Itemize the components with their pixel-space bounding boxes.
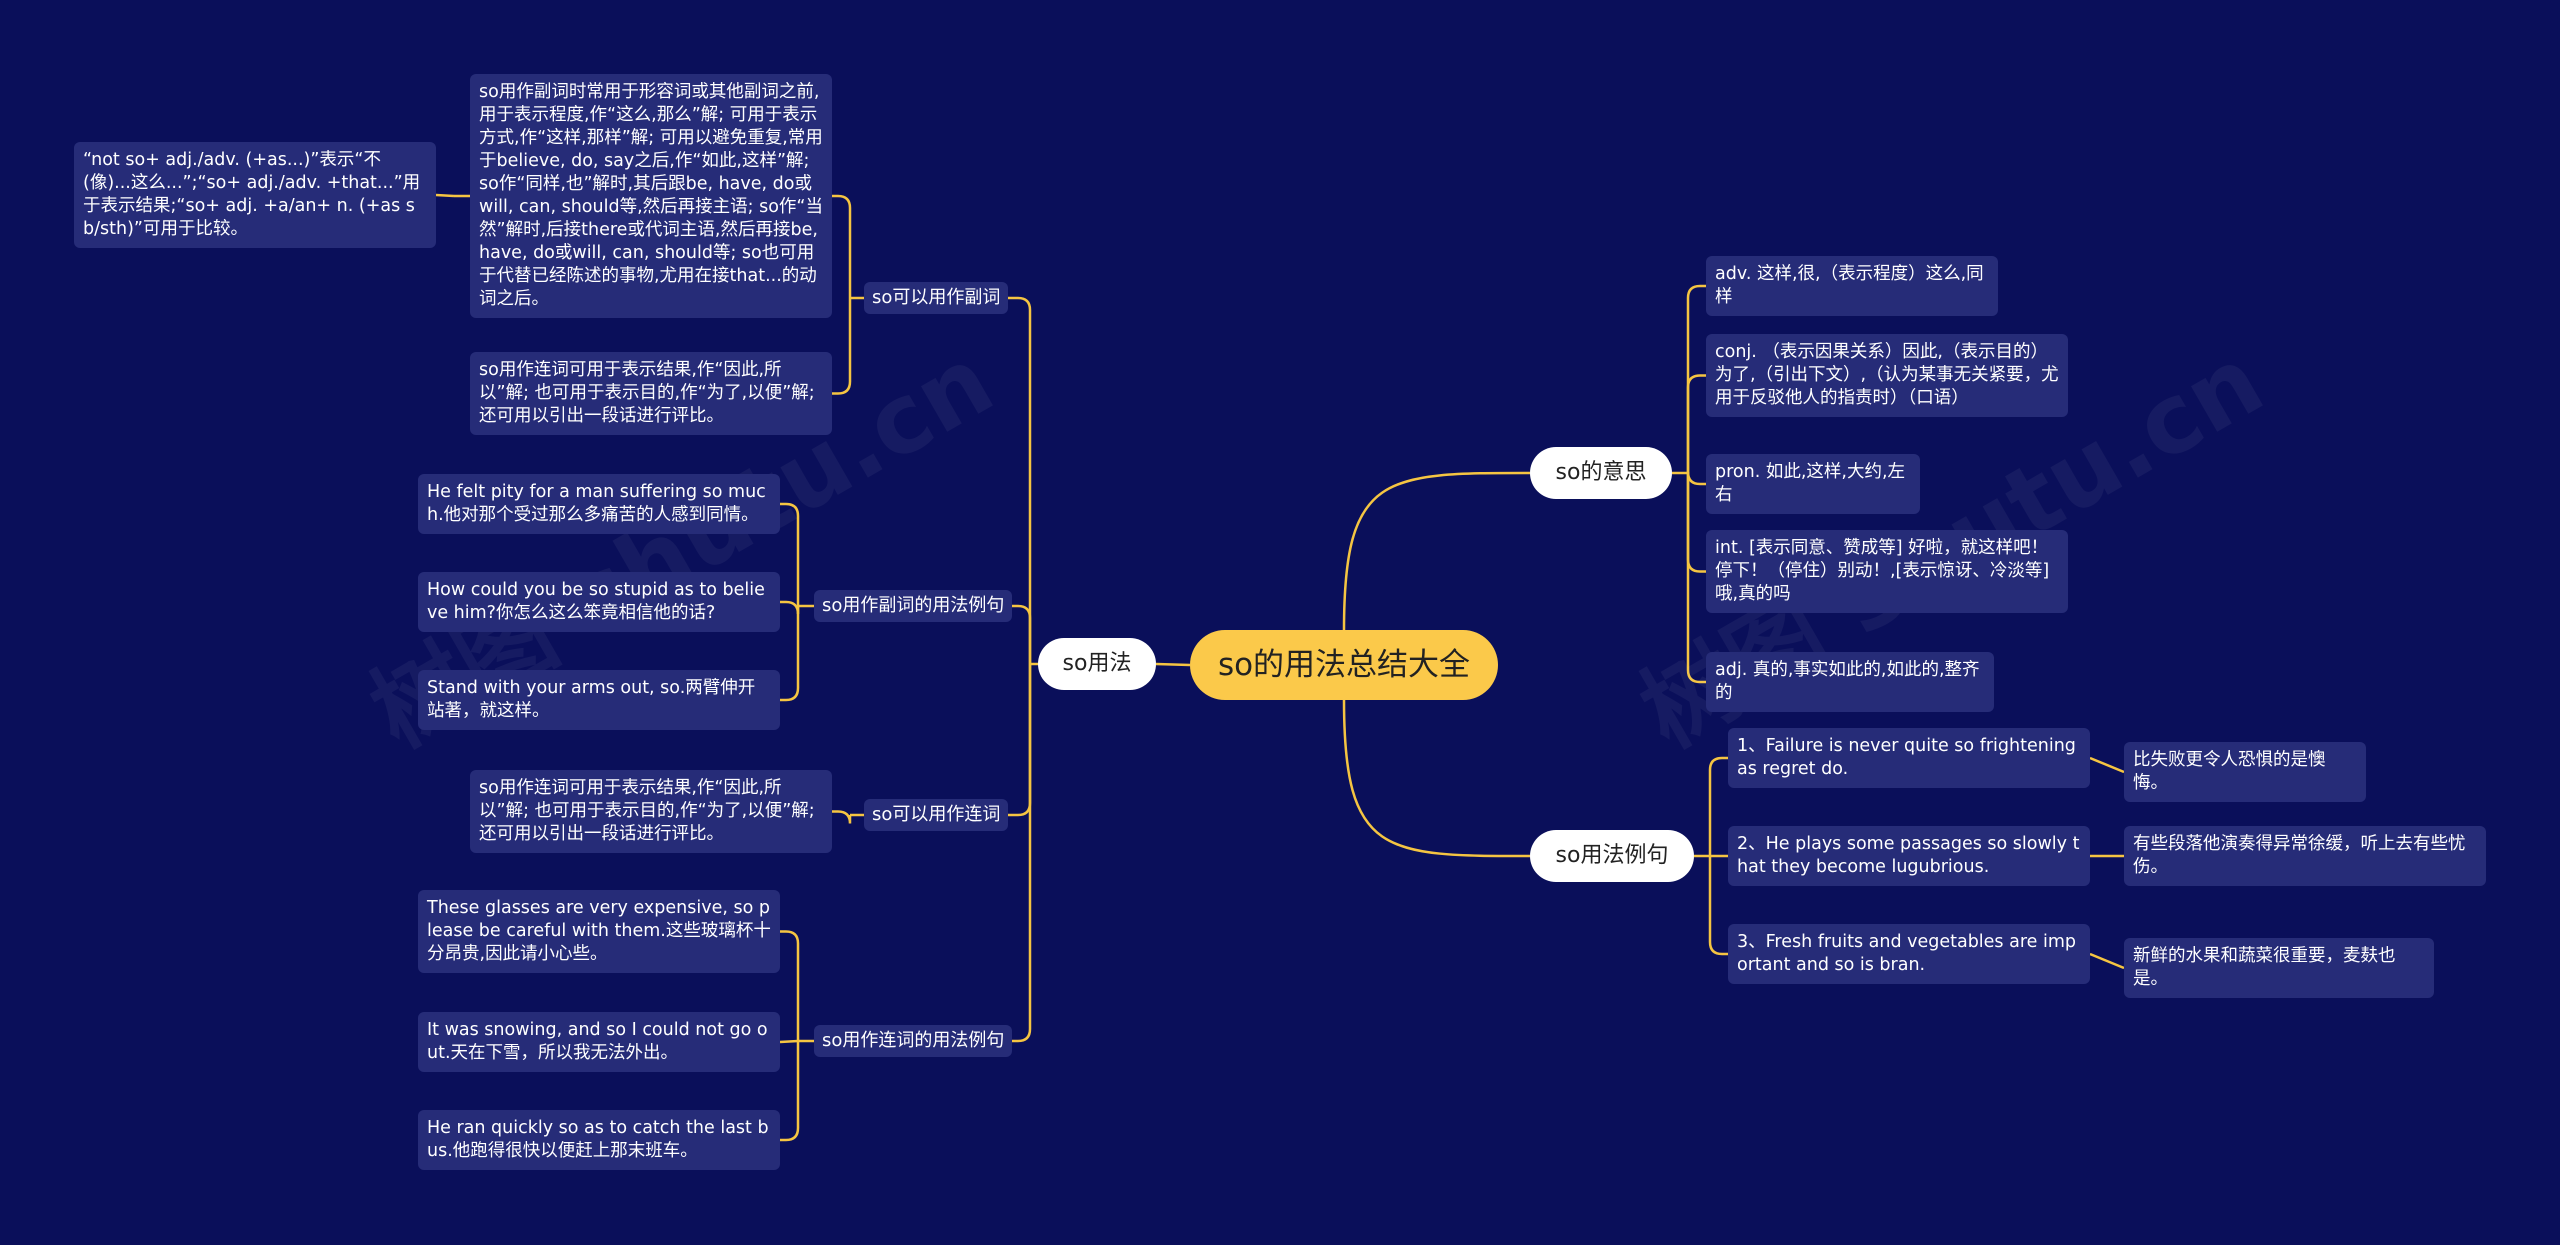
meaning-adj: adj. 真的,事实如此的,如此的,整齐的 [1706, 652, 1994, 712]
edge-meaning-1 [1686, 374, 1706, 473]
group-conjunction[interactable]: so可以用作连词 [864, 799, 1009, 831]
example-2-en: 2、He plays some passages so slowly that … [1728, 826, 2090, 886]
edge-meaning-2 [1686, 471, 1706, 486]
edge-meaning-4 [1686, 473, 1706, 684]
leaf-conj-desc-b: so用作连词可用于表示结果,作“因此,所以”解; 也可用于表示目的,作“为了,以… [470, 770, 832, 853]
branch-so-meaning[interactable]: so的意思 [1530, 447, 1672, 499]
edge-g0-0 [832, 194, 852, 298]
edge-example-3 [2089, 952, 2125, 970]
meaning-int: int. [表示同意、赞成等] 好啦，就这样吧！停下！（停住）别动！,[表示惊讶… [1706, 530, 2068, 613]
edge-usage-1 [1012, 604, 1032, 664]
leaf-adverb-example-1: He felt pity for a man suffering so much… [418, 474, 780, 534]
meaning-conj: conj. （表示因果关系）因此,（表示目的）为了,（引出下文）,（认为某事无关… [1706, 334, 2068, 417]
leaf-adverb-example-3: Stand with your arms out, so.两臂伸开站著，就这样。 [418, 670, 780, 730]
meaning-adv: adv. 这样,很,（表示程度）这么,同样 [1706, 256, 1998, 316]
edge-example-1 [2089, 756, 2125, 774]
example-3-zh: 新鲜的水果和蔬菜很重要，麦麸也是。 [2124, 938, 2434, 998]
edge-note-0 [435, 193, 455, 198]
meaning-pron: pron. 如此,这样,大约,左右 [1706, 454, 1920, 514]
edge-usage-2 [1008, 664, 1032, 817]
edge-root-branch-so-examples [1342, 699, 1531, 858]
group-conjunction-examples[interactable]: so用作连词的用法例句 [814, 1025, 1013, 1057]
leaf-adverb-desc: so用作副词时常用于形容词或其他副词之前,用于表示程度,作“这么,那么”解; 可… [470, 74, 832, 318]
leaf-conj-example-1: These glasses are very expensive, so ple… [418, 890, 780, 973]
leaf-adverb-example-2: How could you be so stupid as to believe… [418, 572, 780, 632]
leaf-conj-example-3: He ran quickly so as to catch the last b… [418, 1110, 780, 1170]
edge-g3-1 [779, 1039, 799, 1044]
edge-meaning-0 [1686, 284, 1706, 473]
leaf-conj-example-2: It was snowing, and so I could not go ou… [418, 1012, 780, 1072]
edge-examples-2 [1708, 856, 1728, 956]
edge-g2-0 [832, 810, 852, 824]
leaf-conj-desc-a: so用作连词可用于表示结果,作“因此,所以”解; 也可用于表示目的,作“为了,以… [470, 352, 832, 435]
edge-meaning-3 [1686, 473, 1706, 573]
example-1-en: 1、Failure is never quite so frightening … [1728, 728, 2090, 788]
edge-g1-1 [780, 600, 800, 615]
branch-so-usage[interactable]: so用法 [1038, 638, 1156, 690]
example-3-en: 3、Fresh fruits and vegetables are import… [1728, 924, 2090, 984]
edge-root-branch-so-usage [1155, 662, 1191, 667]
edge-g1-0 [780, 502, 800, 606]
edge-g3-2 [780, 1041, 800, 1142]
leaf-so-patterns: “not so+ adj./adv. (+as...)”表示“不(像)...这么… [74, 142, 436, 248]
edge-g0-1 [832, 298, 852, 395]
root-node[interactable]: so的用法总结大全 [1190, 630, 1498, 700]
example-2-zh: 有些段落他演奏得异常徐缓，听上去有些忧伤。 [2124, 826, 2486, 886]
group-adverb-examples[interactable]: so用作副词的用法例句 [814, 590, 1013, 622]
group-adverb[interactable]: so可以用作副词 [864, 282, 1009, 314]
example-1-zh: 比失败更令人恐惧的是懊悔。 [2124, 742, 2366, 802]
edge-usage-0 [1008, 296, 1032, 664]
edge-g3-0 [780, 930, 800, 1041]
edge-g1-2 [780, 606, 800, 702]
edge-examples-0 [1708, 756, 1728, 856]
branch-so-examples[interactable]: so用法例句 [1530, 830, 1694, 882]
edge-usage-3 [1012, 664, 1032, 1043]
edge-root-branch-so-meaning [1342, 471, 1531, 631]
